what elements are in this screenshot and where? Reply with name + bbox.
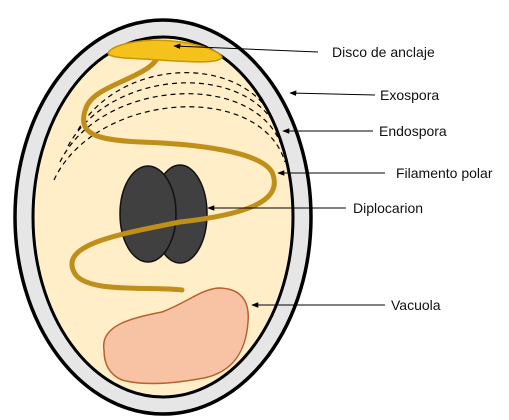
label-vacuola: Vacuola xyxy=(391,297,441,313)
arrow-exospora xyxy=(290,93,375,95)
label-disco-de-anclaje: Disco de anclaje xyxy=(332,44,435,60)
label-endospora: Endospora xyxy=(379,123,447,139)
label-diplocarion: Diplocarion xyxy=(353,200,423,216)
label-filamento-polar: Filamento polar xyxy=(396,165,493,181)
label-exospora: Exospora xyxy=(380,87,439,103)
nucleus-left xyxy=(120,166,176,262)
diplocarion-nuclei xyxy=(120,165,207,263)
